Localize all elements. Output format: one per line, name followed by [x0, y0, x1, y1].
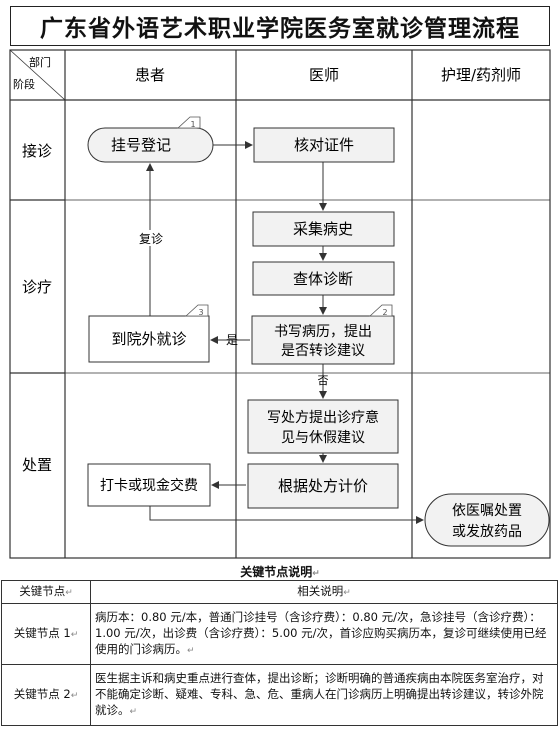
dept-label: 部门	[29, 55, 51, 69]
svg-text:写处方提出诊疗意: 写处方提出诊疗意	[267, 409, 379, 426]
node-history: 采集病史	[252, 211, 395, 247]
table-header-desc: 相关说明↵	[90, 580, 558, 604]
svg-text:打卡或现金交费: 打卡或现金交费	[100, 477, 198, 494]
svg-text:采集病史: 采集病史	[293, 220, 353, 238]
svg-text:2: 2	[382, 308, 387, 317]
table-header-node: 关键节点↵	[1, 580, 91, 604]
node-record: 书写病历，提出 是否转诊建议	[251, 315, 395, 365]
svg-text:到院外就诊: 到院外就诊	[111, 330, 186, 348]
row-label-reception: 接诊	[22, 142, 52, 160]
table-cell-node: 关键节点 2↵	[1, 664, 91, 726]
svg-text:是否转诊建议: 是否转诊建议	[281, 343, 365, 359]
row-label-disposal: 处置	[22, 456, 52, 474]
table-cell-desc: 病历本：0.80 元/本，普通门诊挂号（含诊疗费）：0.80 元/次，急诊挂号（…	[90, 603, 558, 665]
node-pay: 打卡或现金交费	[87, 463, 211, 507]
key-nodes-table: 关键节点↵ 相关说明↵ 关键节点 1↵ 病历本：0.80 元/本，普通门诊挂号（…	[1, 580, 558, 726]
svg-text:或发放药品: 或发放药品	[452, 524, 522, 540]
edge-label-yes: 是	[226, 333, 238, 347]
table-header-row: 关键节点↵ 相关说明↵	[1, 580, 558, 604]
marker-3: 3	[184, 304, 209, 317]
edge-label-no: 否	[318, 374, 329, 387]
svg-text:根据处方计价: 根据处方计价	[278, 477, 368, 495]
stage-label: 阶段	[13, 77, 35, 91]
node-price: 根据处方计价	[247, 463, 399, 509]
svg-text:核对证件: 核对证件	[294, 136, 354, 154]
flowchart: 部门 阶段 患者 医师 护理/药剂师 接诊 诊疗 处置 复诊 是 否 挂号登记 …	[9, 49, 551, 559]
table-row: 关键节点 1↵ 病历本：0.80 元/本，普通门诊挂号（含诊疗费）：0.80 元…	[1, 603, 558, 665]
node-referral: 到院外就诊	[88, 315, 210, 363]
node-verify: 核对证件	[253, 127, 395, 163]
column-header-nurse: 护理/药剂师	[441, 66, 521, 84]
marker-2: 2	[368, 304, 393, 317]
node-register: 挂号登记	[87, 127, 214, 163]
arrow-pay-dispense	[149, 506, 424, 524]
key-nodes-title: 关键节点说明↵	[240, 565, 320, 579]
table-row: 关键节点 2↵ 医生据主诉和病史重点进行查体，提出诊断；诊断明确的普通疾病由本院…	[1, 664, 558, 726]
svg-text:查体诊断: 查体诊断	[293, 270, 353, 288]
svg-text:书写病历，提出: 书写病历，提出	[274, 324, 372, 340]
svg-text:挂号登记: 挂号登记	[111, 136, 171, 154]
svg-text:依医嘱处置: 依医嘱处置	[452, 503, 522, 519]
marker-1: 1	[176, 116, 201, 129]
edge-label-revisit: 复诊	[139, 232, 163, 246]
row-label-treatment: 诊疗	[22, 278, 52, 296]
node-prescribe: 写处方提出诊疗意 见与休假建议	[247, 399, 399, 454]
swimlane-grid	[9, 49, 551, 559]
svg-text:见与休假建议: 见与休假建议	[281, 430, 365, 446]
column-header-doctor: 医师	[309, 66, 339, 84]
table-cell-desc: 医生据主诉和病史重点进行查体，提出诊断；诊断明确的普通疾病由本院医务室治疗，对不…	[90, 664, 558, 726]
column-header-patient: 患者	[135, 66, 165, 84]
svg-text:1: 1	[190, 120, 195, 129]
table-cell-node: 关键节点 1↵	[1, 603, 91, 665]
node-exam: 查体诊断	[252, 261, 395, 296]
page-title: 广东省外语艺术职业学院医务室就诊管理流程	[10, 6, 550, 46]
svg-text:3: 3	[198, 308, 203, 317]
node-dispense: 依医嘱处置 或发放药品	[424, 493, 550, 547]
